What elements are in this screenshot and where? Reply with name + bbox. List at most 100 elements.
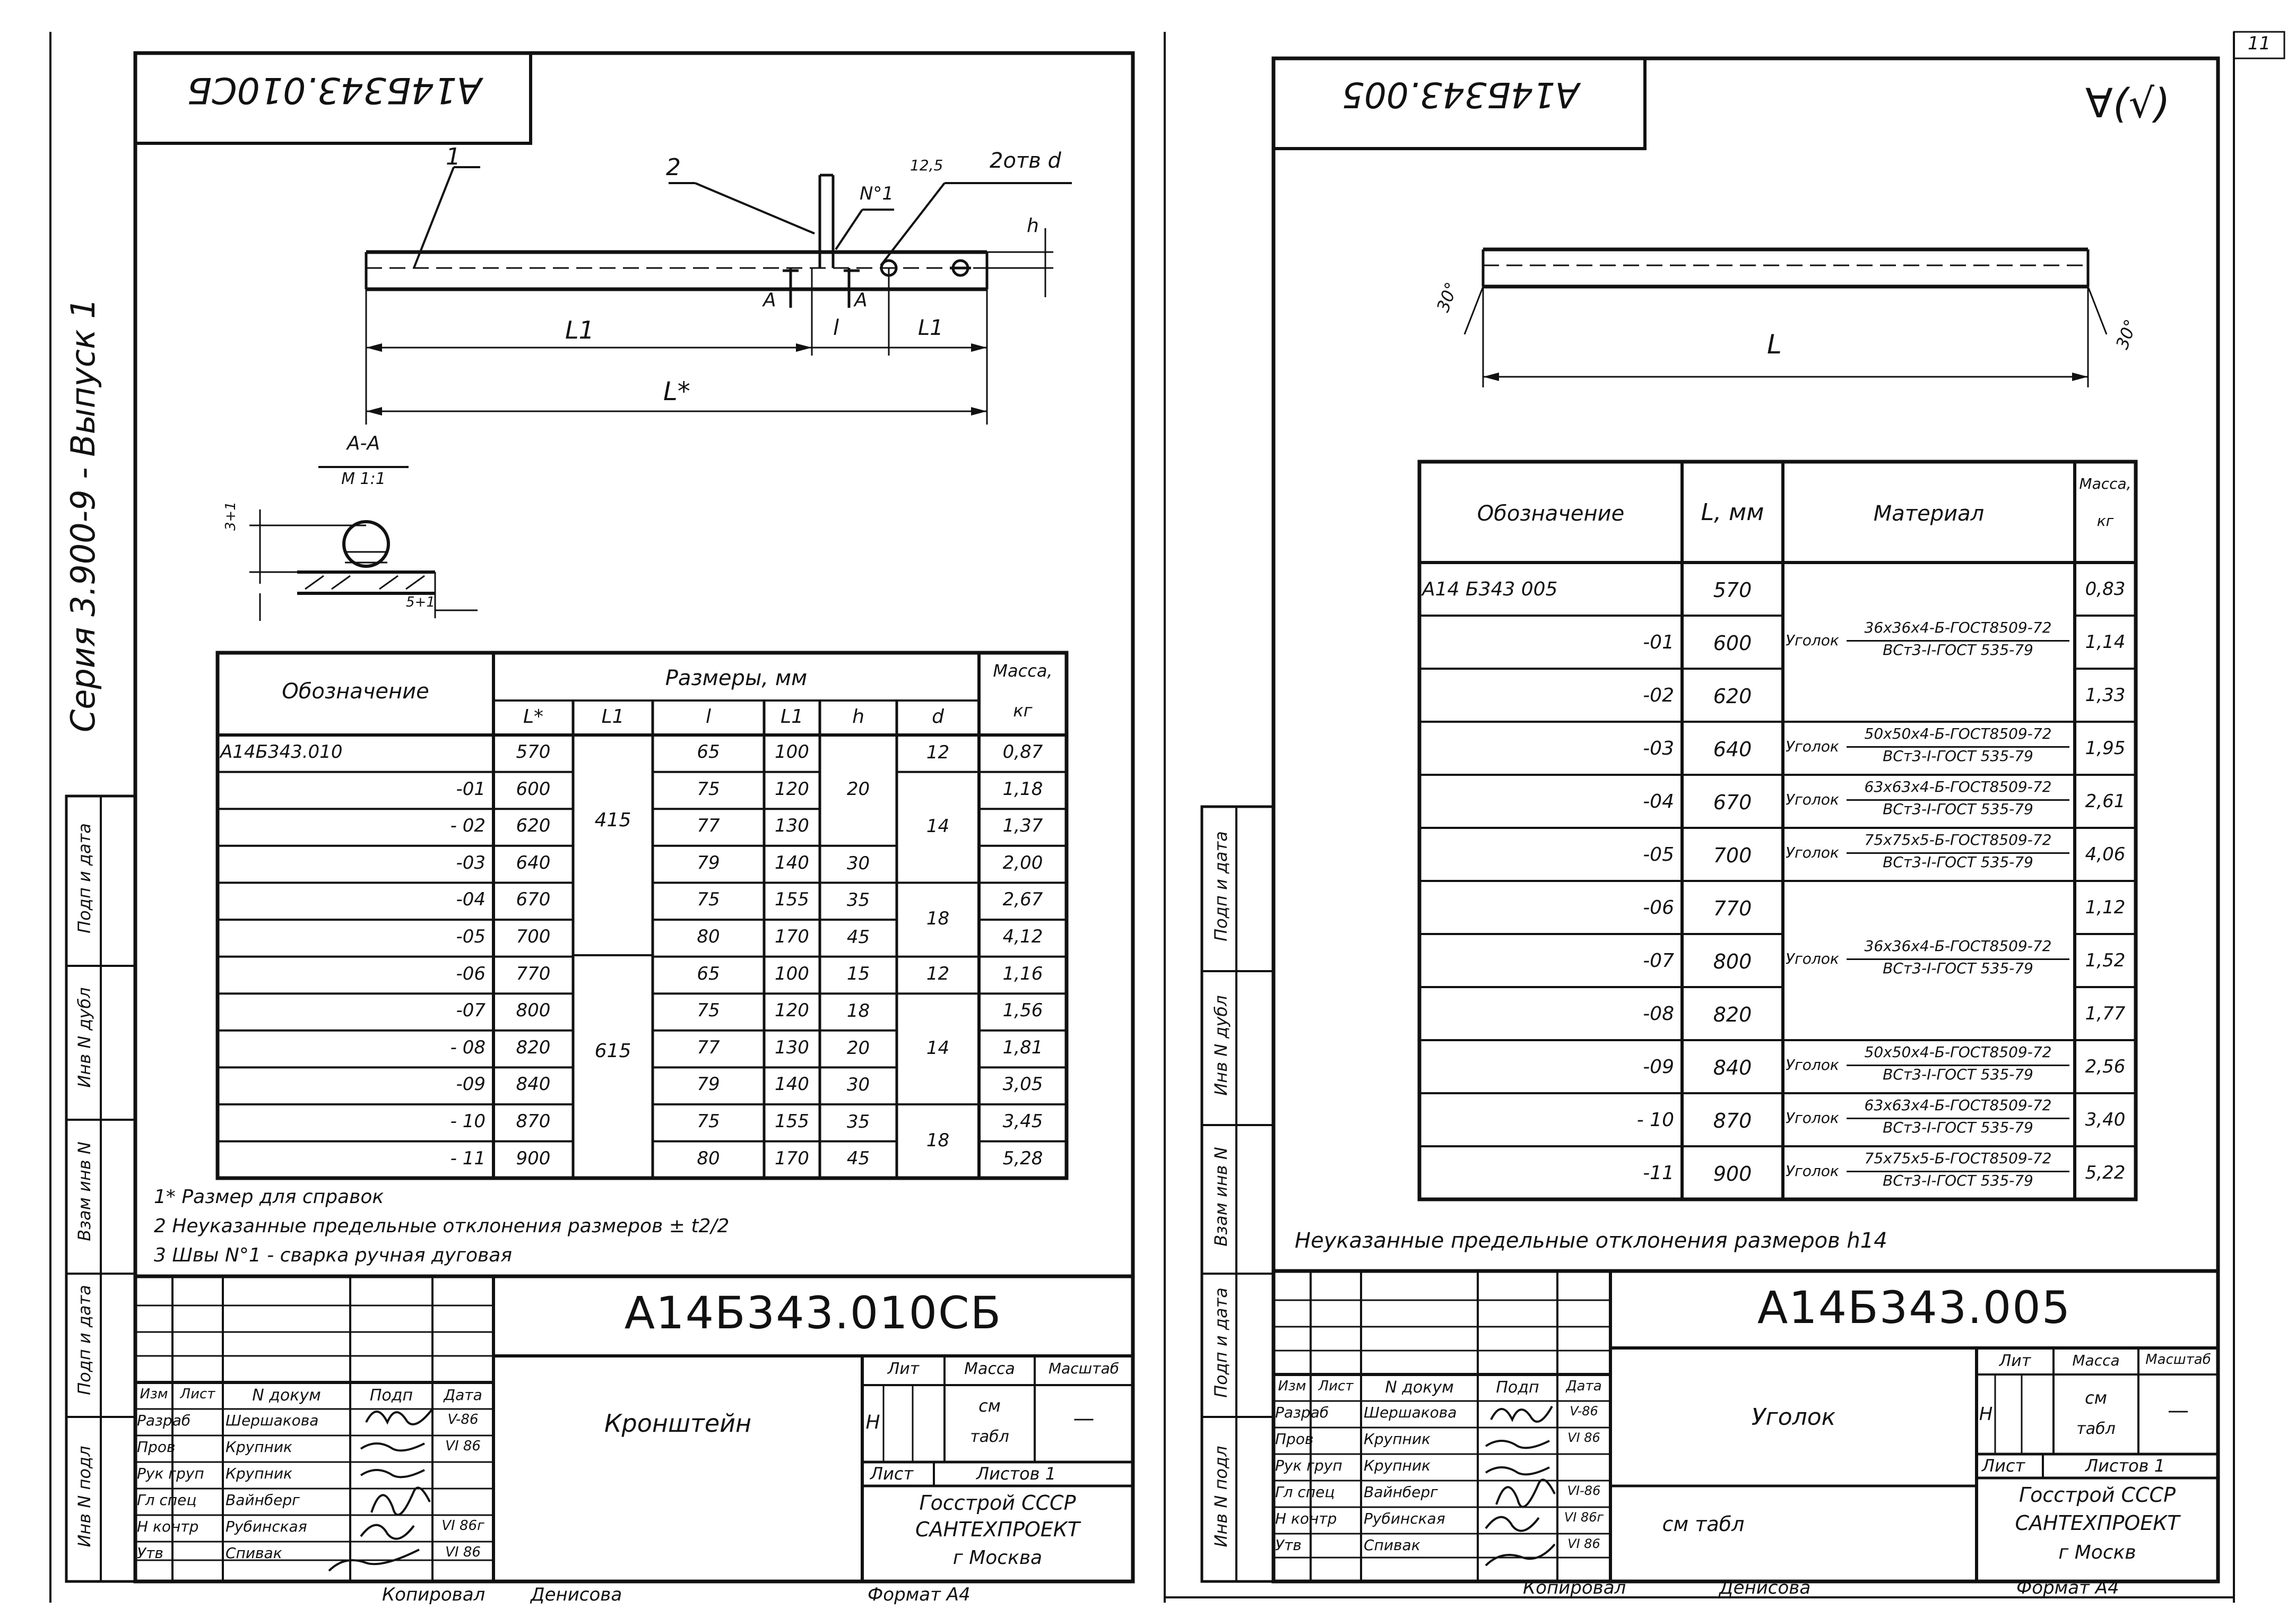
right-stamp-sub: см табл [1662,1512,1745,1536]
left-row-designation: -03 [456,852,486,874]
left-stamp-person: Вайнберг [226,1491,300,1509]
right-row-designation: А14 Б343 005 [1422,578,1558,600]
left-row-l-star: 670 [516,889,551,911]
left-row-mass: 2,00 [1002,852,1043,874]
right-material-bottom: ВСт3-I-ГОСТ 535-79 [1883,1119,2033,1136]
left-stamp-h-podp: Подп [369,1386,413,1405]
left-row-l-star: 640 [516,852,551,874]
left-row-l-star: 900 [516,1147,551,1169]
left-row-designation: - 02 [450,815,486,837]
left-th-l1a: L1 [601,706,625,728]
left-stamp-date: VI 86 [445,1438,481,1454]
left-row-l-star: 840 [516,1074,551,1095]
left-row-designation: -05 [456,926,486,947]
left-row-l1: 120 [775,1000,809,1022]
left-th-sizes: Размеры, мм [665,666,808,690]
right-material-fraction-line [1847,1171,2069,1172]
right-material-fraction-line [1847,958,2069,960]
left-stamp-date: V-86 [447,1412,479,1428]
right-material-fraction-line [1847,1065,2069,1066]
left-copier-name: Денисова [531,1584,622,1605]
left-stamp-mass-val-1: см [978,1396,1001,1416]
right-stamp-code: А14Б343.005 [1757,1282,2072,1334]
left-th-designation: Обозначение [282,679,429,704]
note-3: 3 Швы N°1 - сварка ручная дуговая [154,1244,512,1266]
left-row-l-star: 800 [516,1000,551,1022]
right-material-top: 63х63х4-Б-ГОСТ8509-72 [1864,1096,2052,1114]
right-row-l: 700 [1713,844,1752,867]
right-row-l: 640 [1713,738,1752,761]
left-row-mass: 4,12 [1002,926,1043,947]
right-stamp-mass-h: Масса [2072,1352,2120,1369]
left-row-l1: 170 [775,926,809,947]
left-stamp-role: Гл спец [137,1491,197,1509]
right-roughness-mark: ∀(√) [2085,80,2170,127]
left-row-l1: 100 [775,963,809,984]
right-stamp-h-data: Дата [1566,1378,1602,1394]
left-l1a-bottom: 615 [594,1040,631,1062]
left-th-l1b: L1 [781,706,803,728]
right-stamp-person: Крупник [1364,1430,1431,1448]
right-material-top: 50х50х4-Б-ГОСТ8509-72 [1864,1043,2052,1061]
right-row-mass: 0,83 [2085,578,2126,600]
dim-l1-left: L1 [565,316,594,344]
right-row-mass: 4,06 [2085,844,2126,865]
section-a-right: A [854,289,868,311]
left-stamp-person: Спивак [226,1544,282,1562]
left-row-l1: 130 [775,815,809,837]
right-stamp-person: Спивак [1364,1536,1420,1554]
left-stamp-scale-val: — [1073,1406,1095,1431]
right-row-mass: 1,14 [2085,632,2126,653]
right-row-mass: 1,95 [2085,738,2126,759]
right-row-l: 770 [1713,897,1752,920]
right-material-prefix: Уголок [1786,738,1839,755]
right-stamp-h-podp: Подп [1496,1378,1539,1397]
left-row-mass: 1,37 [1002,815,1043,837]
left-stamp-code: А14Б343.010СБ [624,1287,1002,1339]
right-stamp-h-ndoc: N докум [1385,1378,1454,1397]
right-stamp-name: Уголок [1751,1404,1836,1431]
left-stamp-h-data: Дата [444,1386,482,1404]
left-row-h: 35 [846,889,870,911]
left-row-h: 45 [846,1148,870,1170]
right-stamp-h-izm: Изм [1278,1378,1306,1394]
left-stamp-lit-h: Лит [887,1360,920,1378]
right-material-top: 75х75х5-Б-ГОСТ8509-72 [1864,1149,2052,1167]
right-copier-name: Денисова [1719,1577,1811,1598]
left-row-l: 75 [697,889,720,911]
right-row-designation: -07 [1643,950,1674,972]
right-material-fraction-line [1847,640,2069,642]
right-row-mass: 5,22 [2085,1162,2126,1183]
right-material-top: 63х63х4-Б-ГОСТ8509-72 [1864,778,2052,795]
left-row-l1: 170 [775,1147,809,1169]
left-stamp-person: Рубинская [226,1518,307,1535]
right-row-mass: 2,61 [2085,791,2126,812]
right-row-mass: 1,12 [2085,897,2126,918]
left-row-l1: 140 [775,1074,809,1095]
right-stamp-mass-val-1: см [2085,1388,2107,1408]
dim-l-right: L [1767,329,1782,360]
left-row-h: 30 [846,1074,870,1096]
right-stamp-person: Крупник [1364,1457,1431,1474]
left-stamp-date: VI 86 [445,1544,481,1560]
left-stamp-org-1: Госстрой СССР [919,1491,1076,1515]
left-stamp-h-ndoc: N докум [252,1386,321,1405]
left-row-l1: 155 [775,1111,809,1132]
right-material-top: 36х36х4-Б-ГОСТ8509-72 [1864,937,2052,955]
right-row-designation: -08 [1643,1003,1674,1025]
dim-l-total: L* [663,377,690,407]
left-row-mass: 3,05 [1002,1074,1043,1095]
right-stamp-org-3: г Москв [2058,1542,2136,1563]
right-stamp-scale-h: Масштаб [2145,1352,2211,1368]
section-a-left: A [763,289,776,311]
right-stamp-role: Разраб [1275,1404,1329,1421]
left-stamp-sheets: Листов 1 [976,1464,1056,1484]
left-row-l1: 120 [775,778,809,800]
left-row-mass: 3,45 [1002,1111,1043,1132]
left-stamp-person: Крупник [226,1438,292,1456]
right-stamp-person: Шершакова [1364,1404,1457,1421]
left-copied-label: Копировал [382,1584,486,1605]
right-stamp-sheets: Листов 1 [2085,1456,2165,1476]
